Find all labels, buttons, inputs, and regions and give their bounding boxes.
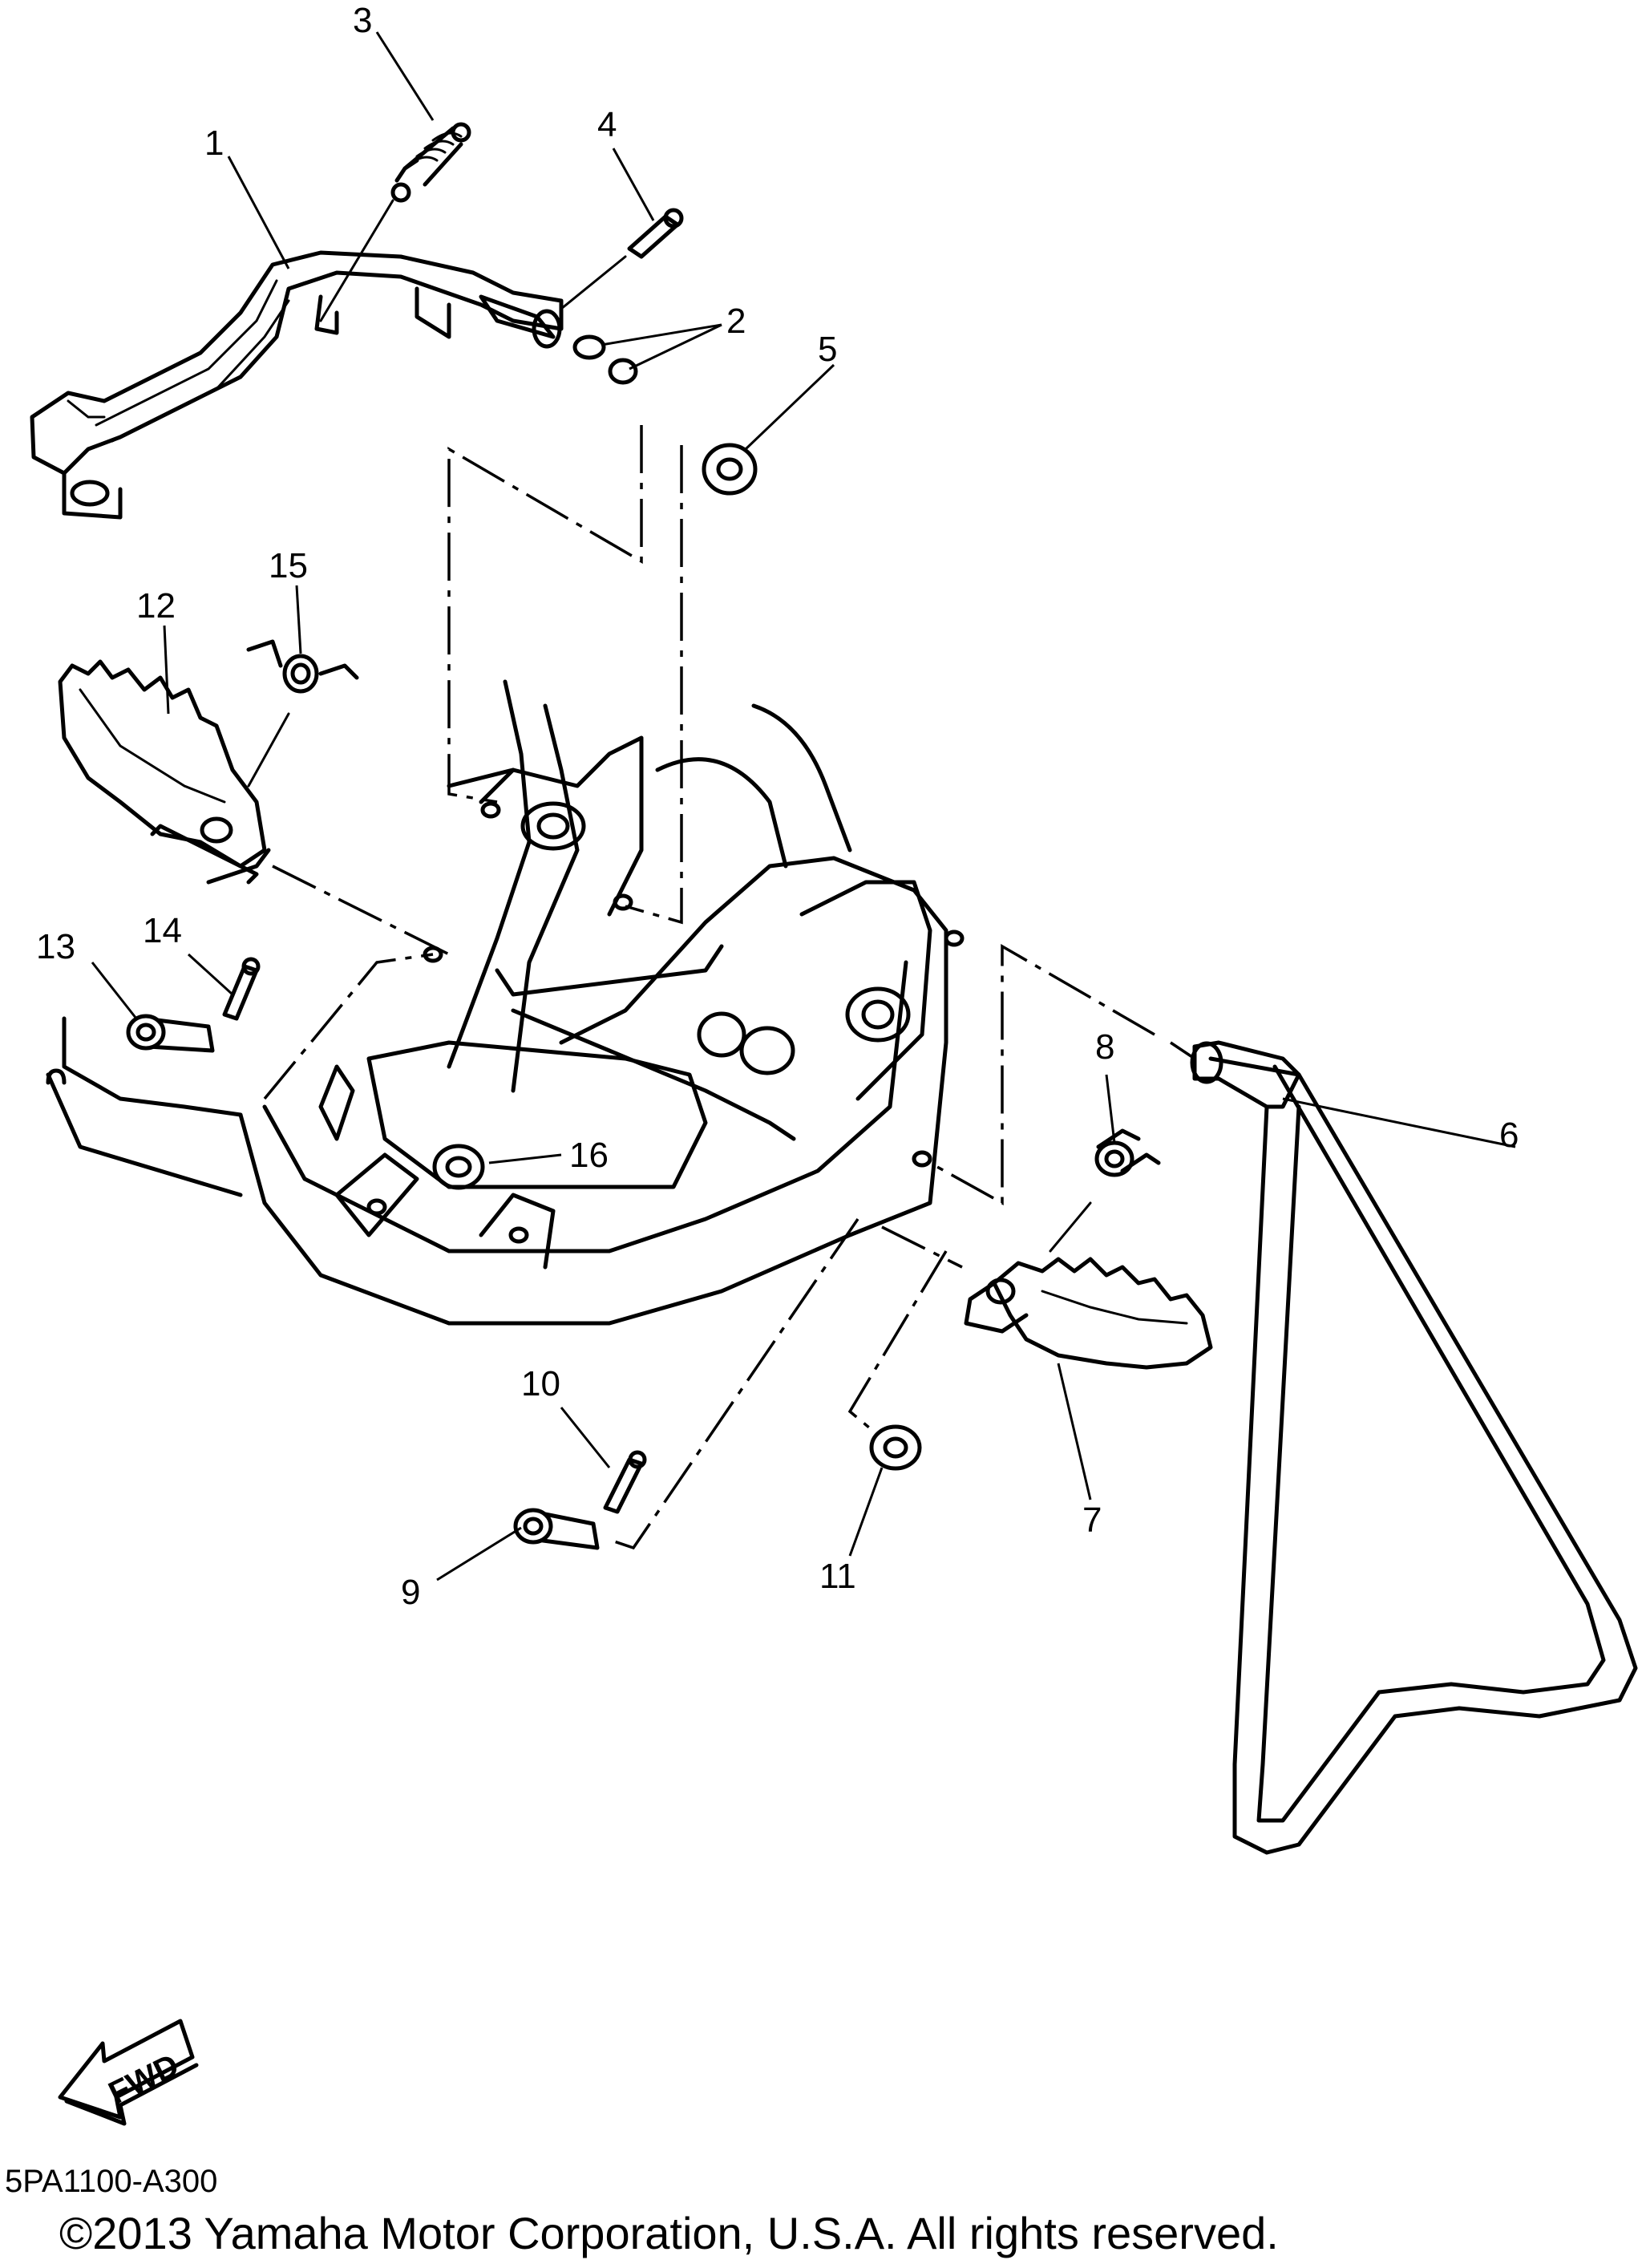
pin4-guide (560, 255, 627, 310)
cotter-pin-10 (603, 1450, 647, 1514)
left-footpeg (58, 659, 271, 885)
frame-body (46, 679, 965, 1326)
callout-7: 7 (1082, 1501, 1102, 1540)
washer-11 (869, 1424, 922, 1471)
drawing-code: 5PA1100-A300 (5, 2164, 218, 2199)
spring-hook-line (319, 199, 394, 322)
spring8-guide (1049, 1201, 1092, 1253)
callout-3: 3 (353, 1, 372, 40)
side-stand (1190, 1040, 1638, 1855)
callout-11: 11 (819, 1557, 856, 1596)
pivot-pin-9 (513, 1508, 600, 1550)
callout-2: 2 (726, 302, 746, 341)
callout-8: 8 (1095, 1027, 1114, 1067)
return-spring (390, 122, 471, 203)
o-ring-a (572, 334, 606, 360)
cotter-pin-14 (222, 957, 261, 1021)
callout-12: 12 (136, 586, 176, 626)
pivot-pin-13 (126, 1014, 215, 1053)
o-ring-b (608, 358, 638, 385)
callout-4: 4 (597, 105, 617, 144)
washer-5 (702, 443, 758, 496)
callout-numbers: 1 2 3 4 5 6 7 8 9 10 11 12 13 14 15 16 (36, 1, 1519, 1612)
copyright-notice: ©2013 Yamaha Motor Corporation, U.S.A. A… (59, 2208, 1279, 2258)
brake-pedal (30, 250, 564, 520)
callout-6: 6 (1499, 1116, 1519, 1155)
callout-10: 10 (521, 1364, 560, 1403)
callout-5: 5 (818, 330, 837, 369)
left-footpeg-spring (246, 639, 359, 694)
assembly-lines (263, 425, 1195, 1550)
callout-14: 14 (143, 911, 182, 950)
washer-16 (432, 1144, 485, 1190)
fwd-arrow-icon: FWD (58, 2019, 199, 2126)
callout-16: 16 (569, 1136, 609, 1175)
right-footpeg (964, 1257, 1213, 1370)
callout-15: 15 (269, 546, 308, 585)
callout-13: 13 (36, 927, 75, 966)
cotter-pin-4 (627, 208, 684, 259)
spring15-guide (247, 712, 290, 788)
callout-9: 9 (401, 1573, 420, 1612)
callout-1: 1 (204, 124, 224, 163)
right-footpeg-spring (1094, 1128, 1161, 1177)
leader-lines (91, 31, 1516, 1582)
